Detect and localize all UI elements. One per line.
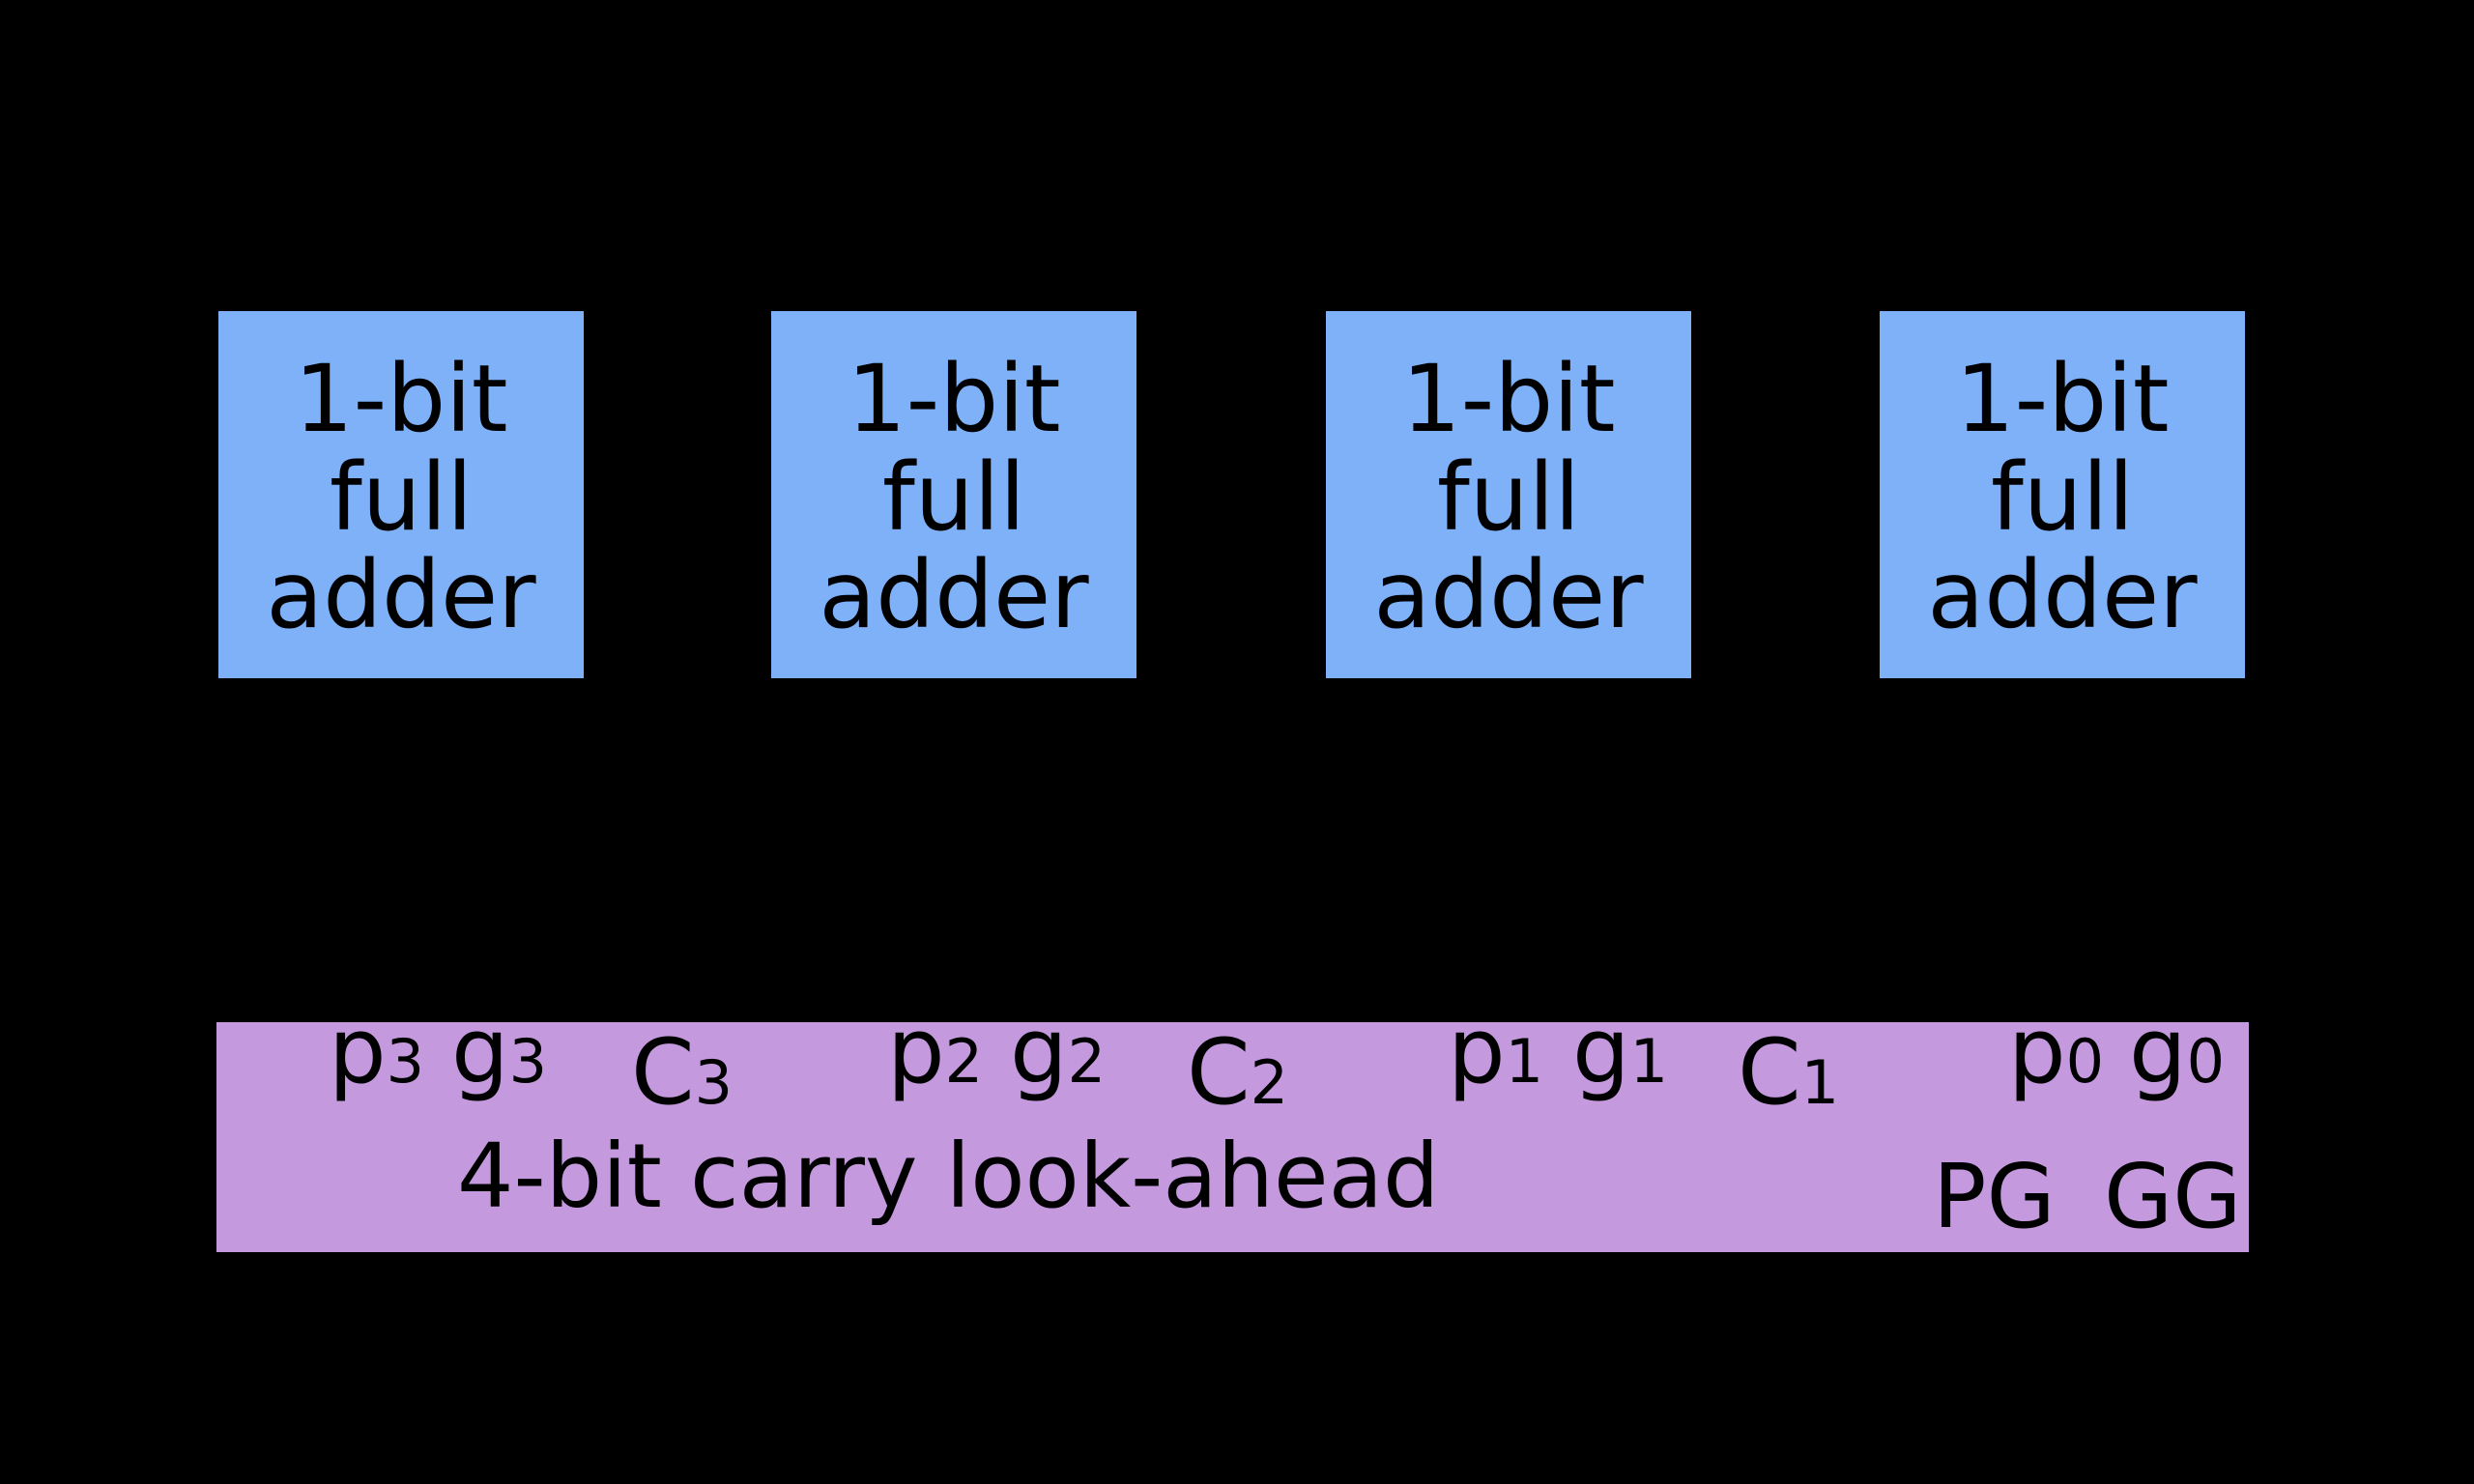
full-adder-label-line1: 1-bit	[1955, 344, 2170, 453]
signal-g3: g3	[451, 1007, 547, 1098]
full-adder-box-bit3: 1-bit full adder	[218, 311, 584, 678]
signal-sub: 2	[944, 1026, 984, 1097]
full-adder-label-line2: full	[330, 442, 473, 552]
cla-output-pg: PG	[1933, 1145, 2056, 1248]
full-adder-label-line1: 1-bit	[1401, 344, 1616, 453]
signal-sub: 0	[2186, 1026, 2226, 1097]
signal-sub: 1	[1629, 1026, 1669, 1097]
full-adder-box-bit1: 1-bit full adder	[1326, 311, 1691, 678]
signal-sub: 3	[508, 1026, 548, 1097]
full-adder-box-bit0: 1-bit full adder	[1880, 311, 2245, 678]
signal-sub: 0	[2065, 1026, 2105, 1097]
signal-p2: p2	[887, 1007, 983, 1098]
signal-g2: g2	[1010, 1007, 1106, 1098]
signal-base: g	[1572, 999, 1630, 1104]
signal-sub: 1	[1800, 1047, 1840, 1118]
signal-base: C	[1187, 1020, 1251, 1126]
carry-lookahead-box	[216, 1022, 2249, 1252]
signal-sub: 2	[1250, 1047, 1289, 1118]
signal-sub: 3	[694, 1047, 734, 1118]
full-adder-label-line1: 1-bit	[847, 344, 1061, 453]
signal-sub: 2	[1067, 1026, 1107, 1097]
signal-c1: C1	[1738, 1028, 1839, 1119]
full-adder-label-line3: adder	[819, 541, 1089, 650]
signal-g1: g1	[1572, 1007, 1668, 1098]
full-adder-label-line2: full	[882, 442, 1025, 552]
signal-base: p	[1448, 999, 1506, 1104]
full-adder-label-line1: 1-bit	[294, 344, 508, 453]
signal-g0: g0	[2129, 1007, 2225, 1098]
cla-output-gg: GG	[2104, 1145, 2242, 1248]
full-adder-label-line2: full	[1991, 442, 2134, 552]
cla-title: 4-bit carry look-ahead	[457, 1125, 1440, 1228]
signal-base: p	[329, 999, 387, 1104]
signal-p3: p3	[329, 1007, 424, 1098]
signal-base: p	[2008, 999, 2066, 1104]
signal-base: g	[451, 999, 509, 1104]
signal-p0: p0	[2008, 1007, 2104, 1098]
signal-base: C	[631, 1020, 695, 1126]
signal-sub: 1	[1505, 1026, 1544, 1097]
full-adder-label-line3: adder	[266, 541, 536, 650]
full-adder-label-line3: adder	[1927, 541, 2198, 650]
signal-base: g	[1010, 999, 1068, 1104]
signal-c3: C3	[631, 1028, 733, 1119]
signal-base: C	[1738, 1020, 1801, 1126]
full-adder-box-bit2: 1-bit full adder	[771, 311, 1136, 678]
signal-p1: p1	[1448, 1007, 1543, 1098]
signal-base: g	[2129, 999, 2187, 1104]
signal-c2: C2	[1187, 1028, 1288, 1119]
full-adder-label-line3: adder	[1373, 541, 1644, 650]
full-adder-label-line2: full	[1437, 442, 1580, 552]
signal-sub: 3	[386, 1026, 425, 1097]
signal-base: p	[887, 999, 945, 1104]
